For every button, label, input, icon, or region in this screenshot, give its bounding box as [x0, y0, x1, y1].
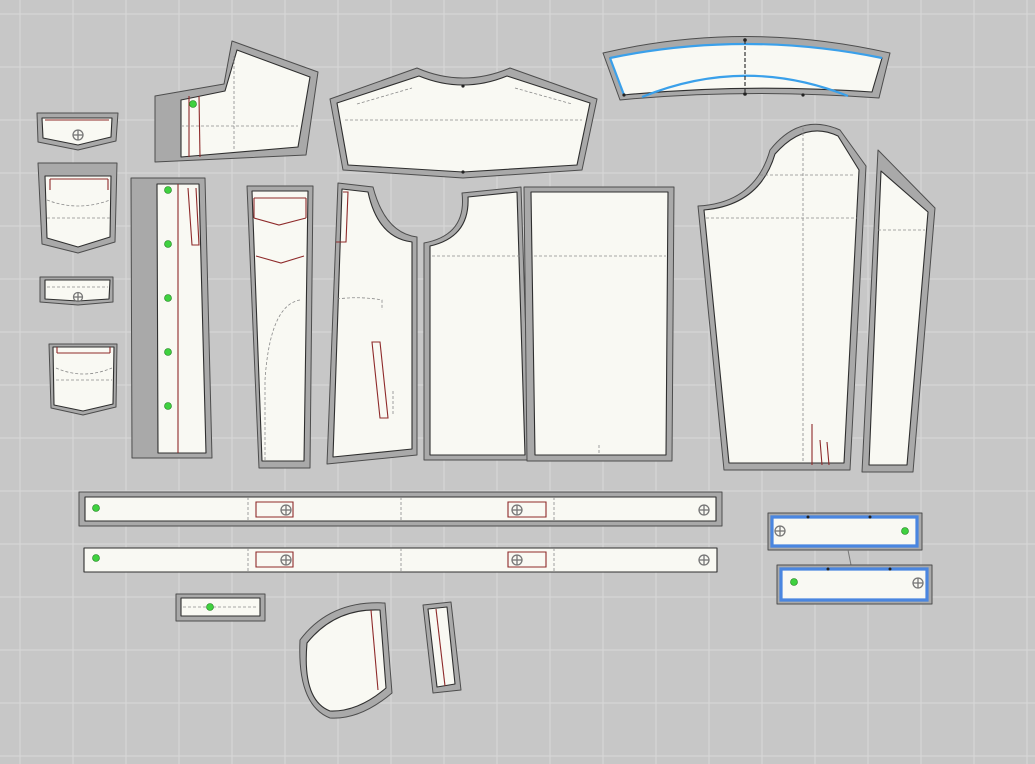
pattern-piece-yoke-upper[interactable]: [154, 40, 319, 163]
pattern-piece-small-pocket-flap[interactable]: [36, 112, 119, 151]
pattern-piece-front-right[interactable]: [246, 185, 314, 469]
pattern-piece-chest-pocket-flap[interactable]: [37, 162, 118, 254]
pattern-piece-waistband-2[interactable]: [83, 547, 718, 573]
pin-icon[interactable]: [790, 578, 798, 586]
link-line: [847, 549, 852, 566]
pin-icon[interactable]: [189, 100, 197, 108]
pin-icon[interactable]: [92, 554, 100, 562]
selection-outline: [779, 567, 929, 602]
pin-icon[interactable]: [164, 186, 172, 194]
pattern-piece-cuff-1[interactable]: [767, 512, 923, 551]
pin-icon[interactable]: [164, 294, 172, 302]
drill-hole-icon: [280, 554, 292, 566]
pattern-piece-loop-strip[interactable]: [175, 593, 266, 622]
pattern-piece-waistband-1[interactable]: [78, 491, 723, 527]
drill-hole-icon: [698, 504, 710, 516]
pin-icon[interactable]: [164, 402, 172, 410]
pin-icon[interactable]: [901, 527, 909, 535]
pattern-piece-collar[interactable]: [602, 36, 891, 101]
seam-highlight: [609, 42, 883, 60]
pattern-piece-sleeve-under[interactable]: [861, 149, 936, 473]
pattern-piece-cuff-2[interactable]: [776, 564, 933, 605]
drill-hole-icon: [774, 525, 786, 537]
seam-highlight: [608, 57, 626, 96]
drill-hole-icon: [912, 577, 924, 589]
pattern-piece-patch-pocket[interactable]: [48, 343, 118, 416]
pattern-piece-sleeve-upper[interactable]: [697, 123, 867, 471]
seam-highlight: [641, 74, 849, 99]
pin-icon[interactable]: [206, 603, 214, 611]
pattern-piece-strap[interactable]: [422, 601, 462, 694]
drill-hole-icon: [698, 554, 710, 566]
drill-hole-icon: [511, 504, 523, 516]
pattern-piece-hood-side[interactable]: [299, 602, 393, 719]
pin-icon[interactable]: [92, 504, 100, 512]
pattern-piece-front-placket[interactable]: [130, 177, 213, 459]
drill-hole-icon: [511, 554, 523, 566]
pattern-piece-front-left[interactable]: [326, 182, 418, 465]
pattern-piece-back-right[interactable]: [523, 186, 675, 462]
pin-icon[interactable]: [164, 240, 172, 248]
pattern-piece-back-left[interactable]: [423, 186, 531, 461]
drill-hole-icon: [280, 504, 292, 516]
pin-icon[interactable]: [164, 348, 172, 356]
pattern-piece-welt-tab[interactable]: [39, 276, 114, 306]
pattern-piece-back-yoke[interactable]: [329, 67, 598, 179]
